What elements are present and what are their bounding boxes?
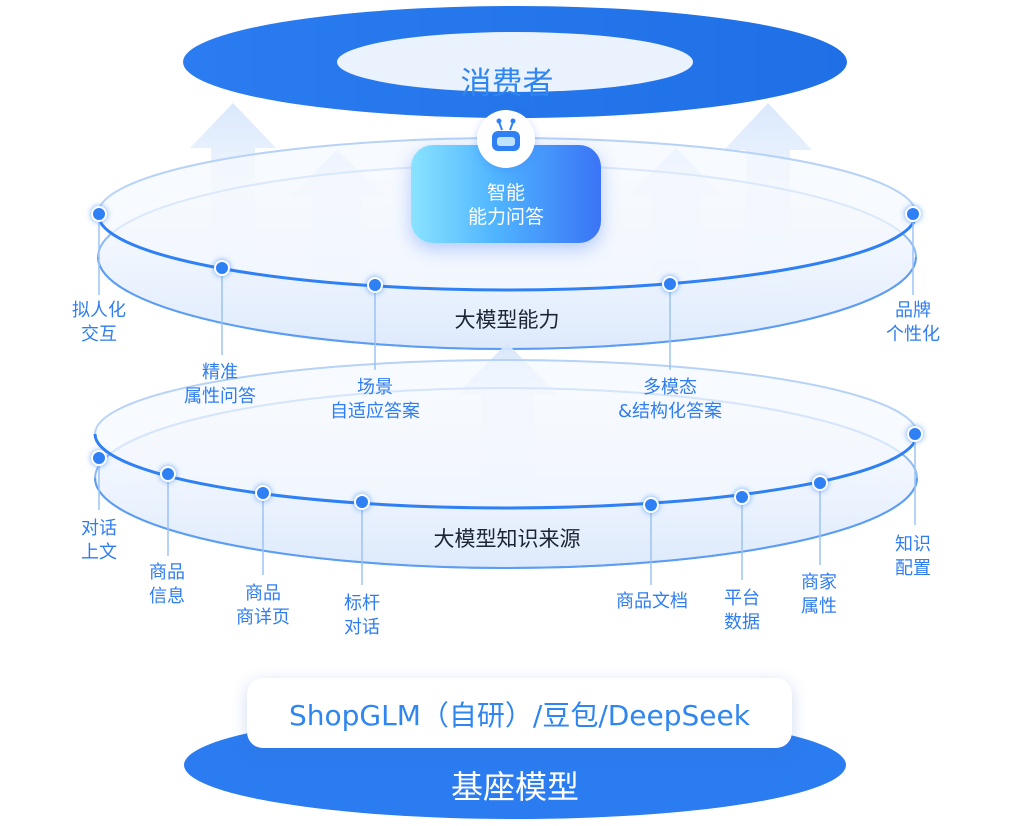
dot-precise bbox=[214, 260, 230, 276]
source-platform-data: 平台数据 bbox=[724, 588, 760, 633]
dot-merchant-attr bbox=[812, 475, 828, 491]
source-product-docs: 商品文档 bbox=[616, 591, 688, 612]
capability-precise: 精准属性问答 bbox=[184, 362, 256, 407]
upper-layer-title: 大模型能力 bbox=[454, 308, 560, 332]
smart-qa-label: 智能 能力问答 bbox=[411, 181, 601, 229]
dot-scenario bbox=[367, 277, 383, 293]
lower-layer-title: 大模型知识来源 bbox=[433, 527, 581, 551]
capability-humanlike: 拟人化交互 bbox=[72, 300, 126, 345]
source-detail-page: 商品商详页 bbox=[236, 583, 290, 628]
dot-context bbox=[91, 450, 107, 466]
source-product-info: 商品信息 bbox=[149, 562, 185, 607]
consumer-label: 消费者 bbox=[460, 66, 554, 102]
dot-benchmark bbox=[354, 494, 370, 510]
dot-multimodal bbox=[662, 276, 678, 292]
model-card: ShopGLM（自研）/豆包/DeepSeek bbox=[247, 678, 792, 748]
dot-product-docs bbox=[643, 497, 659, 513]
source-benchmark: 标杆对话 bbox=[344, 593, 380, 638]
dot-product-info bbox=[160, 466, 176, 482]
capability-scenario: 场景自适应答案 bbox=[330, 377, 420, 422]
model-card-text: ShopGLM（自研）/豆包/DeepSeek bbox=[289, 699, 750, 732]
dot-platform-data bbox=[734, 489, 750, 505]
capability-multimodal: 多模态&结构化答案 bbox=[617, 377, 723, 422]
source-context: 对话上文 bbox=[81, 518, 117, 563]
source-knowledge-config: 知识配置 bbox=[895, 534, 931, 579]
lower-disc bbox=[93, 359, 919, 569]
dot-detail-page bbox=[255, 485, 271, 501]
upper-leader-lines bbox=[98, 214, 914, 370]
base-model-label: 基座模型 bbox=[450, 768, 580, 806]
robot-icon bbox=[477, 110, 535, 168]
dot-knowledge-config bbox=[907, 426, 923, 442]
source-merchant-attr: 商家属性 bbox=[801, 572, 837, 617]
smart-qa-line2: 能力问答 bbox=[467, 206, 544, 228]
capability-brand: 品牌个性化 bbox=[886, 300, 940, 345]
smart-qa-line1: 智能 bbox=[486, 182, 525, 204]
consumer-ring-inner bbox=[337, 32, 693, 92]
dot-humanlike bbox=[91, 206, 107, 222]
dot-brand bbox=[905, 206, 921, 222]
lower-leader-lines bbox=[98, 434, 916, 585]
